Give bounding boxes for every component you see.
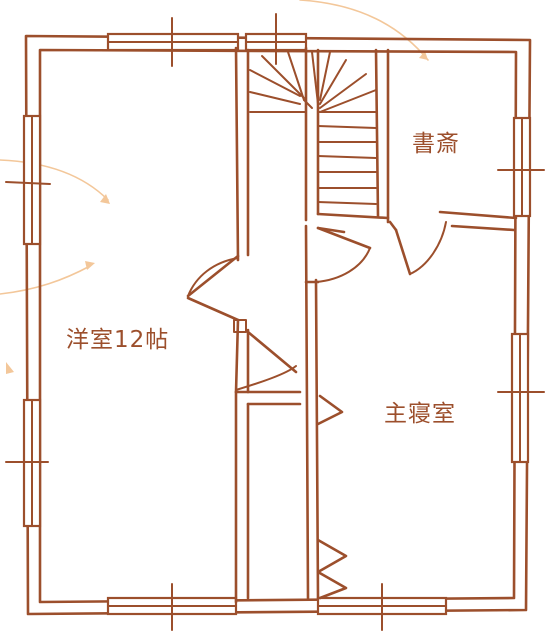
windows: [5, 13, 545, 631]
sunlight-arrows: [0, 0, 429, 374]
interior-walls: [234, 46, 518, 604]
room-label-western: 洋室12帖: [66, 327, 170, 353]
room-label-study: 書斎: [412, 131, 460, 157]
room-label-master-bedroom: 主寝室: [384, 401, 456, 427]
staircase: [249, 51, 377, 205]
doors: [186, 221, 447, 600]
